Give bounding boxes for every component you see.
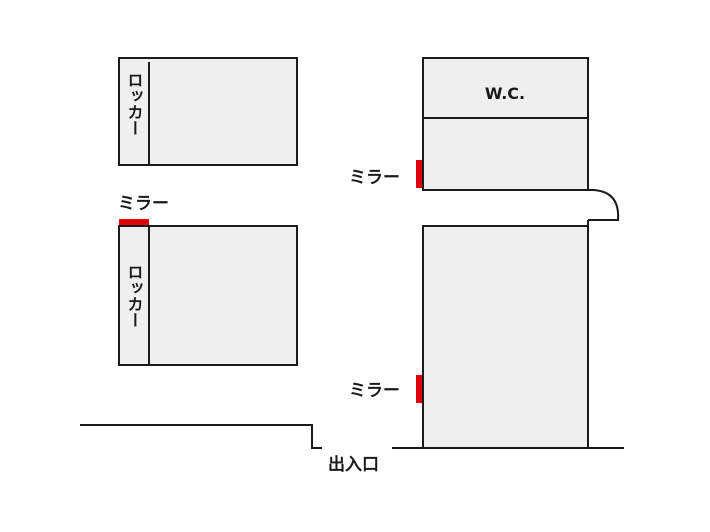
wc-label: W.C. bbox=[485, 84, 525, 103]
locker-block-lower: ロッカー bbox=[118, 225, 298, 366]
mirror-lower-room bbox=[416, 375, 422, 403]
mirror-label-locker: ミラー bbox=[118, 194, 169, 214]
outer-wall-left bbox=[80, 424, 322, 449]
mirror-wc bbox=[416, 160, 422, 188]
locker-label-lower: ロッカー bbox=[125, 264, 144, 328]
mirror-label-lower-room: ミラー bbox=[349, 381, 400, 401]
locker-label-upper: ロッカー bbox=[125, 72, 144, 136]
door-arc bbox=[588, 189, 620, 221]
right-building: W.C. bbox=[422, 57, 620, 449]
entrance-label: 出入口 bbox=[328, 454, 379, 475]
locker-block-upper: ロッカー bbox=[118, 57, 298, 166]
mirror-label-wc: ミラー bbox=[349, 168, 400, 188]
mirror-locker bbox=[119, 219, 149, 225]
